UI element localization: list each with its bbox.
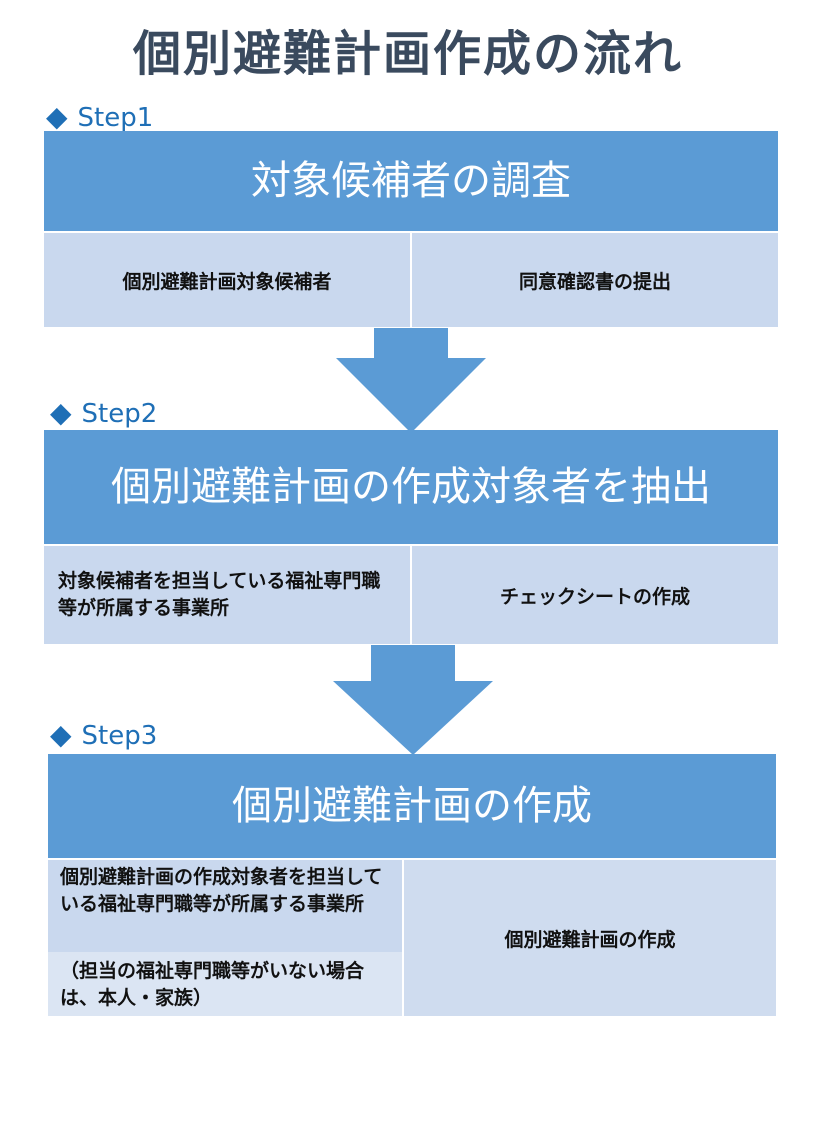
- step1-cell-consent: 同意確認書の提出: [412, 233, 778, 327]
- step2-label: ◆ Step2: [50, 396, 157, 430]
- down-arrow-icon: [336, 328, 486, 433]
- down-arrow-icon: [333, 645, 493, 755]
- step2-cell-checksheet: チェックシートの作成: [412, 546, 778, 644]
- step2-label-text: Step2: [81, 399, 158, 429]
- diamond-icon: ◆: [50, 718, 72, 751]
- step3-cell-note: （担当の福祉専門職等がいない場合は、本人・家族）: [48, 952, 402, 1016]
- step1-header: 対象候補者の調査: [44, 131, 778, 231]
- step3-label-text: Step3: [81, 721, 158, 751]
- step3-label: ◆ Step3: [50, 718, 157, 752]
- step2-header: 個別避難計画の作成対象者を抽出: [44, 430, 778, 544]
- diamond-icon: ◆: [50, 396, 72, 429]
- step1-label: ◆ Step1: [46, 100, 153, 134]
- step3-cell-create: 個別避難計画の作成: [404, 860, 776, 1016]
- diamond-icon: ◆: [46, 100, 68, 133]
- step3-header: 個別避難計画の作成: [48, 754, 776, 858]
- step1-label-text: Step1: [77, 103, 154, 133]
- step1-cell-candidates: 個別避難計画対象候補者: [44, 233, 410, 327]
- step3-cell-office: 個別避難計画の作成対象者を担当している福祉専門職等が所属する事業所: [48, 860, 402, 952]
- step2-cell-office: 対象候補者を担当している福祉専門職等が所属する事業所: [44, 546, 410, 644]
- page-title: 個別避難計画作成の流れ: [132, 26, 683, 82]
